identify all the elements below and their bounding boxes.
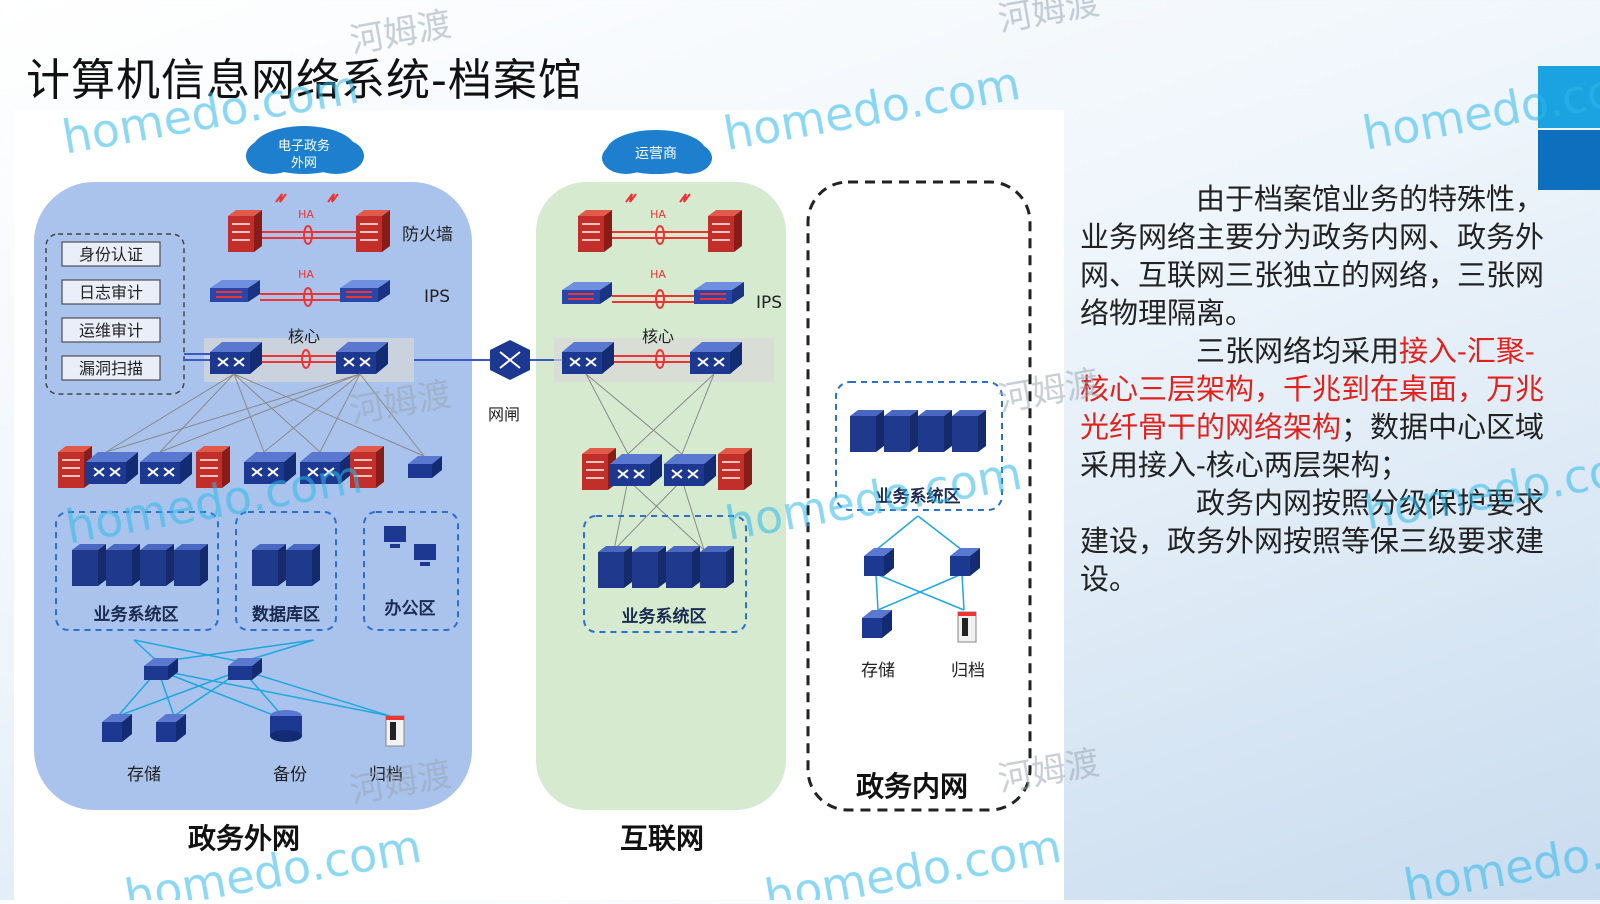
outer-zone-database-label: 数据库区 [252,604,320,625]
network-diagram: 电子政务 外网 HA 防火墙 HA IPS 核心 身份认证 日志审计 [14,110,1064,900]
description-text: 由于档案馆业务的特殊性， 业务网络主要分为政务内网、政务外网、互联网三张独立的网络… [1080,180,1560,598]
outer-cloud-line1: 电子政务 [278,138,330,154]
outer-mesh-lines [105,373,425,457]
internet-ha-label-2: HA [650,268,666,281]
outer-zone-business: 业务系统区 [55,511,219,631]
description-paragraph-1: 由于档案馆业务的特殊性， 业务网络主要分为政务内网、政务外网、互联网三张独立的网络… [1080,180,1560,332]
description-p2-highlight: 接入-汇聚-核心三层架构，千兆到在桌面，万兆光纤骨干的网络架构 [1080,334,1545,444]
gatekeeper: 网闸 [414,340,564,424]
outer-net-caption: 政务外网 [188,822,300,855]
outer-core-label: 核心 [288,327,320,346]
gatekeeper-label: 网闸 [488,405,520,424]
description-p1-first: 由于档案馆业务的特殊性， [1196,182,1545,216]
watermark-brand: homedo.com [1400,808,1600,900]
watermark-cn: 河姆渡 [995,0,1102,40]
internet-firewalls: HA [577,193,743,253]
security-item-vuln-scan: 漏洞扫描 [79,359,143,378]
corner-accent-light [1538,66,1600,128]
outer-storage-devices: 存储 备份 归档 [102,658,405,785]
outer-ha-label-1: HA [298,208,314,221]
inner-archive-label: 归档 [951,661,985,681]
internet-zone-business: 业务系统区 [583,515,747,633]
outer-zone-database: 数据库区 [235,511,337,631]
internet-core: 核心 [554,327,774,382]
security-item-ops-audit: 运维审计 [79,321,143,340]
internet-ips: HA IPS [561,268,782,313]
security-group: 身份认证 日志审计 运维审计 漏洞扫描 [45,233,210,395]
outer-backup-label: 备份 [273,765,307,785]
description-paragraph-2: 三张网络均采用接入-汇聚-核心三层架构，千兆到在桌面，万兆光纤骨干的网络架构；数… [1080,332,1560,484]
outer-net-panel [34,182,472,810]
backup-disk-icon [270,710,302,742]
outer-storage-label: 存储 [127,765,161,785]
security-item-identity: 身份认证 [79,245,143,264]
description-p1-rest: 业务网络主要分为政务内网、政务外网、互联网三张独立的网络，三张网络物理隔离。 [1080,220,1545,330]
internet-zone-business-label: 业务系统区 [622,606,707,627]
security-item-log-audit: 日志审计 [79,283,143,302]
outer-zone-business-label: 业务系统区 [94,604,179,625]
outer-ips-label: IPS [424,287,450,307]
internet-cloud-label: 运营商 [635,146,677,162]
internet-cloud: 运营商 [602,130,712,174]
outer-ips: HA IPS [209,268,450,307]
description-p2-prefix: 三张网络均采用 [1196,334,1400,368]
internet-ips-label: IPS [756,293,782,313]
inner-net-caption: 政务内网 [856,770,968,803]
description-paragraph-3: 政务内网按照分级保护要求建设，政务外网按照等保三级要求建设。 [1080,486,1545,596]
inner-zone-business: 业务系统区 [835,381,1003,511]
corner-accent-dark [1538,130,1600,190]
firewall-label: 防火墙 [402,225,453,245]
inner-storage-devices: 存储 归档 [861,548,985,681]
internet-caption: 互联网 [620,822,704,855]
outer-zone-office-label: 办公区 [385,598,436,619]
internet-mesh-lines [585,373,715,551]
inner-storage-label: 存储 [861,661,895,681]
outer-cloud-line2: 外网 [291,156,317,171]
pc-icon [414,544,436,566]
outer-zone-office: 办公区 [363,511,459,631]
description-p2-suffix: ；数据中心区域采用接入-核心两层架构； [1080,410,1545,482]
page-title: 计算机信息网络系统-档案馆 [26,55,583,106]
outer-ha-label-2: HA [298,268,314,281]
internet-ha-label-1: HA [650,208,666,221]
pc-icon [384,526,406,548]
inner-net-panel [806,180,1032,812]
outer-net-cloud: 电子政务 外网 [246,126,364,174]
inner-zone-business-label: 业务系统区 [876,486,961,507]
outer-core: 核心 [204,327,414,382]
outer-archive-label: 归档 [369,765,403,785]
outer-firewalls: HA 防火墙 [227,193,453,253]
internet-core-label: 核心 [642,327,674,346]
inner-storage-lines [875,515,965,611]
